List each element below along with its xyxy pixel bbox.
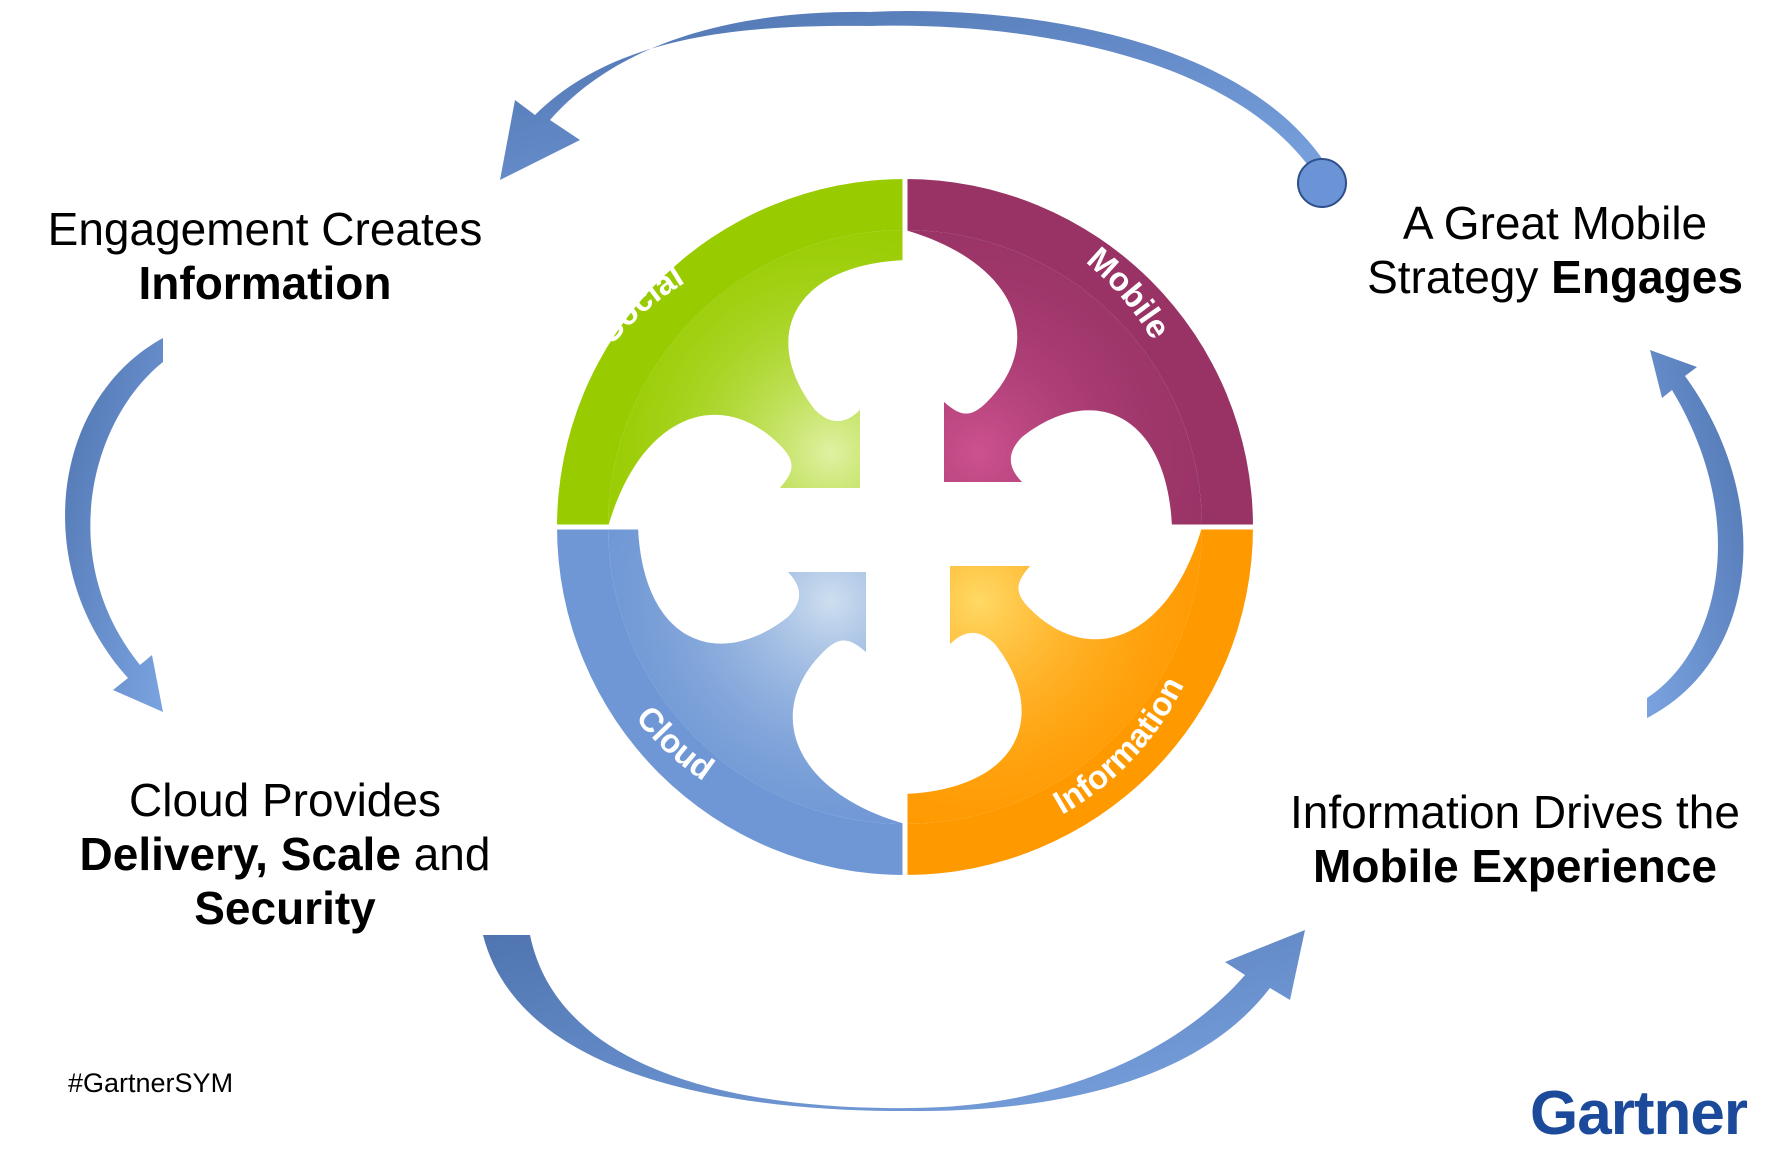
caption-mobile-strategy: A Great Mobile Strategy Engages (1325, 196, 1785, 304)
caption-information: Information Drives the Mobile Experience (1265, 785, 1765, 893)
cycle-arrow-top (500, 10, 1338, 185)
caption-cloud-bold-2: Security (194, 882, 376, 934)
caption-cloud-text: Cloud Provides (129, 774, 441, 826)
caption-engagement-text: Engagement Creates (47, 203, 483, 255)
caption-cloud-bold-1: Delivery, Scale (79, 828, 401, 880)
cycle-arrow-left (65, 338, 163, 712)
caption-engagement-bold: Information (138, 257, 392, 309)
caption-cloud: Cloud Provides Delivery, Scale and Secur… (40, 773, 530, 935)
quadrant-cloud (557, 527, 905, 875)
caption-information-bold: Mobile Experience (1313, 840, 1717, 892)
caption-information-text: Information Drives the (1290, 786, 1740, 838)
cycle-arrow-top-tail (1297, 158, 1347, 208)
cycle-diagram: Social Mobile Cloud Information (65, 10, 1744, 1111)
quadrant-information (905, 527, 1253, 875)
caption-cloud-middle: and (413, 828, 491, 880)
caption-mobile-text: A Great Mobile Strategy (1367, 197, 1708, 303)
cycle-arrow-bottom (483, 930, 1305, 1111)
hashtag: #GartnerSYM (68, 1068, 234, 1098)
quadrant-mobile (905, 179, 1253, 527)
gartner-logo: Gartner (1530, 1079, 1748, 1148)
cycle-arrow-right (1647, 350, 1744, 718)
caption-engagement: Engagement Creates Information (0, 202, 530, 310)
quadrant-social (557, 179, 905, 527)
caption-mobile-bold: Engages (1551, 251, 1743, 303)
